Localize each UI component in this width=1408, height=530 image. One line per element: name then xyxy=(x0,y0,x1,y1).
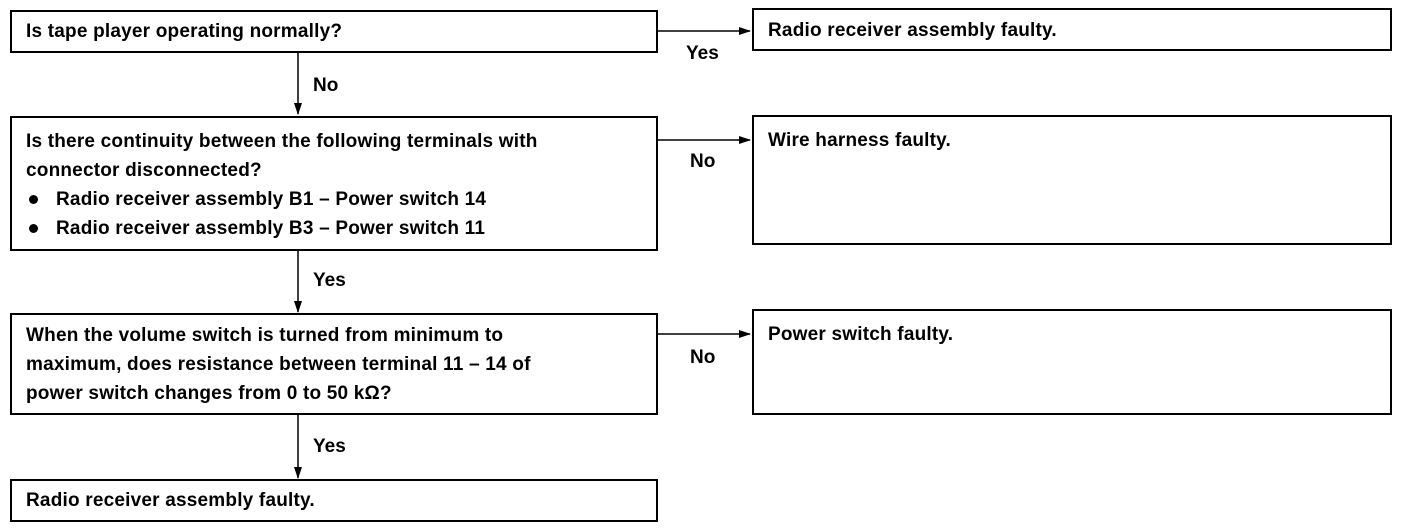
bullet-text: Radio receiver assembly B3 – Power switc… xyxy=(56,218,486,239)
label-q3-yes: Yes xyxy=(313,436,346,457)
result-text: Wire harness faulty. xyxy=(768,130,951,151)
question-text-line-3: power switch changes from 0 to 50 kΩ? xyxy=(26,383,392,404)
result-box-radio-receiver-final: Radio receiver assembly faulty. xyxy=(10,479,658,522)
result-box-radio-receiver: Radio receiver assembly faulty. xyxy=(752,8,1392,51)
label-q1-no: No xyxy=(313,75,339,96)
bullet-item: Radio receiver assembly B1 – Power switc… xyxy=(26,185,642,214)
result-box-power-switch: Power switch faulty. xyxy=(752,309,1392,415)
result-box-wire-harness: Wire harness faulty. xyxy=(752,115,1392,245)
question-text: Is tape player operating normally? xyxy=(26,21,343,42)
label-q2-yes: Yes xyxy=(313,270,346,291)
label-q2-no: No xyxy=(690,151,716,172)
bullet-icon xyxy=(29,195,38,204)
question-text-line-1: When the volume switch is turned from mi… xyxy=(26,325,504,346)
result-text: Radio receiver assembly faulty. xyxy=(768,20,1057,41)
question-text-line-2: maximum, does resistance between termina… xyxy=(26,354,531,375)
bullet-icon xyxy=(29,224,38,233)
question-box-volume-resistance: When the volume switch is turned from mi… xyxy=(10,313,658,415)
question-box-continuity: Is there continuity between the followin… xyxy=(10,116,658,251)
bullet-item: Radio receiver assembly B3 – Power switc… xyxy=(26,214,642,243)
question-text-line-1: Is there continuity between the followin… xyxy=(26,131,538,152)
bullet-text: Radio receiver assembly B1 – Power switc… xyxy=(56,189,487,210)
result-text: Radio receiver assembly faulty. xyxy=(26,490,315,511)
question-box-tape-player: Is tape player operating normally? xyxy=(10,10,658,53)
label-q1-yes: Yes xyxy=(686,43,719,64)
label-q3-no: No xyxy=(690,347,716,368)
question-text-line-2: connector disconnected? xyxy=(26,160,262,181)
result-text: Power switch faulty. xyxy=(768,324,954,345)
